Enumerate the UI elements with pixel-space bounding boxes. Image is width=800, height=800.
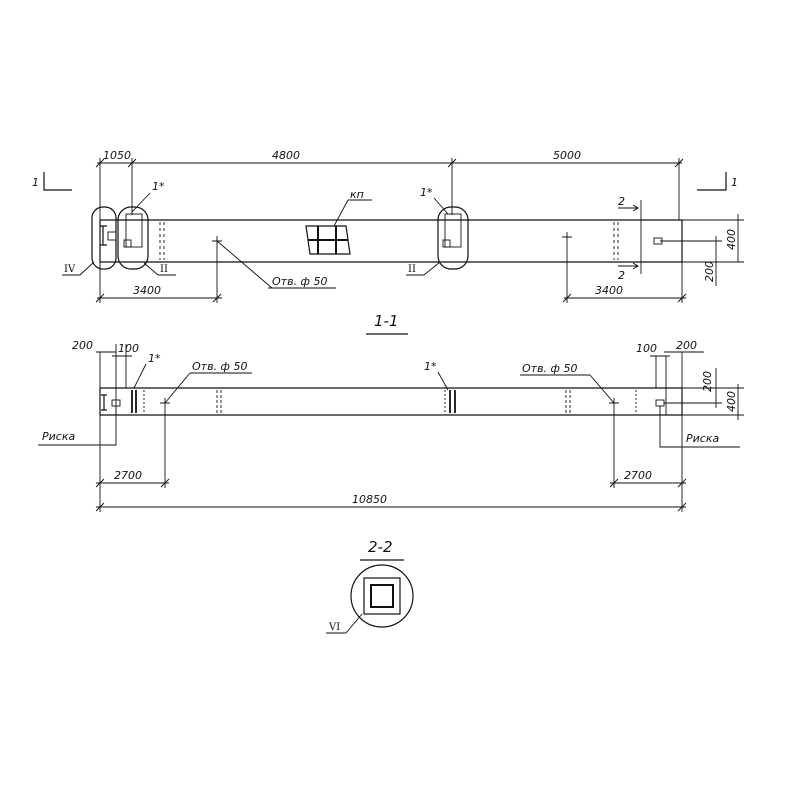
node-label-mid: 1* [424, 360, 437, 373]
column-section-outer [363, 577, 401, 615]
end-plate-right [655, 399, 665, 407]
dim-ticks [562, 293, 687, 303]
dim-10850: 10850 [352, 493, 387, 506]
mounting-loop [305, 225, 351, 255]
hole-label: Отв. ф 50 [272, 275, 327, 288]
dim-100-left: 100 [118, 342, 139, 355]
section-mark-right-label: 1 [731, 176, 738, 189]
hole-leader [589, 374, 615, 404]
dim-5000: 5000 [553, 149, 581, 162]
roman-IV: IV [64, 264, 76, 275]
embedded-part-mid [444, 213, 462, 248]
section-1-1-title: 1-1 [374, 312, 399, 330]
embedded-plate-left [123, 239, 132, 248]
dim-1050: 1050 [103, 149, 131, 162]
dim-2700-right: 2700 [624, 469, 652, 482]
detail-callout-II-mid [437, 206, 469, 270]
end-bracket [101, 394, 107, 411]
roman-leader [345, 613, 363, 634]
node-leader [437, 371, 449, 391]
roman-leader [143, 262, 159, 276]
node-leader [133, 363, 147, 389]
section-2-2: 2-2 VI [326, 538, 414, 634]
dim-200-right-top: 200 [676, 339, 697, 352]
end-bracket [100, 225, 107, 246]
hole-label-left: Отв. ф 50 [192, 360, 247, 373]
kp-leader [333, 199, 349, 227]
section-2-arrows [618, 207, 638, 267]
dim-2700-left: 2700 [114, 469, 142, 482]
roman-II-left: II [160, 264, 168, 275]
dim-400-right: 400 [725, 229, 738, 250]
dim-4800: 4800 [272, 149, 300, 162]
roman-VI: VI [328, 622, 340, 633]
dim-ticks [95, 478, 687, 512]
node-label-left: 1* [148, 352, 161, 365]
dim-3400-right: 3400 [595, 284, 623, 297]
embedded-part-left [125, 213, 143, 248]
dim-ticks [95, 293, 222, 303]
hole-leader [164, 372, 191, 404]
riska-left: Риска [42, 430, 75, 443]
section-cut-mark-left [43, 172, 72, 191]
riska-leader-right [659, 406, 740, 448]
dim-ticks [95, 158, 684, 168]
detail-circle-VI [350, 564, 414, 628]
roman-leader [423, 261, 441, 276]
dim-100-right: 100 [636, 342, 657, 355]
dim-200-vert: 200 [701, 371, 714, 392]
detail-callout-II-left [117, 206, 149, 270]
column-section-inner [370, 584, 394, 608]
hole-marker-right [562, 232, 572, 242]
mounting-loop-bars [308, 226, 348, 254]
hole-leader [216, 240, 273, 289]
riska-right: Риска [686, 432, 719, 445]
dim-3400-left: 3400 [133, 284, 161, 297]
section-cut-mark-right [697, 172, 727, 191]
end-plate [107, 231, 117, 241]
node-leader [433, 197, 449, 215]
dim-200-right: 200 [703, 261, 716, 282]
dim-400-vert: 400 [725, 391, 738, 412]
roman-leader [79, 261, 95, 276]
section-2-arrowheads [632, 204, 639, 270]
section-2-label-bottom: 2 [618, 269, 625, 282]
node-label-mid: 1* [420, 186, 433, 199]
node-leader [131, 192, 151, 213]
section-2-2-title: 2-2 [368, 538, 393, 556]
detail-callout-IV [91, 206, 117, 270]
section-1-1: 1-1 1* 200 100 [38, 312, 744, 512]
node-label-left: 1* [152, 180, 165, 193]
hole-label-right: Отв. ф 50 [522, 362, 577, 375]
kp-label: кп [350, 188, 364, 201]
plan-view: 1050 4800 5000 1 1 2 2 1* 1* IV II [32, 149, 744, 303]
dim-200-left: 200 [72, 339, 93, 352]
section-mark-left-label: 1 [32, 176, 39, 189]
embedded-plate-mid [442, 239, 451, 248]
section-2-label-top: 2 [618, 195, 625, 208]
roman-II-right: II [408, 264, 416, 275]
riska-leader-left [38, 406, 117, 446]
